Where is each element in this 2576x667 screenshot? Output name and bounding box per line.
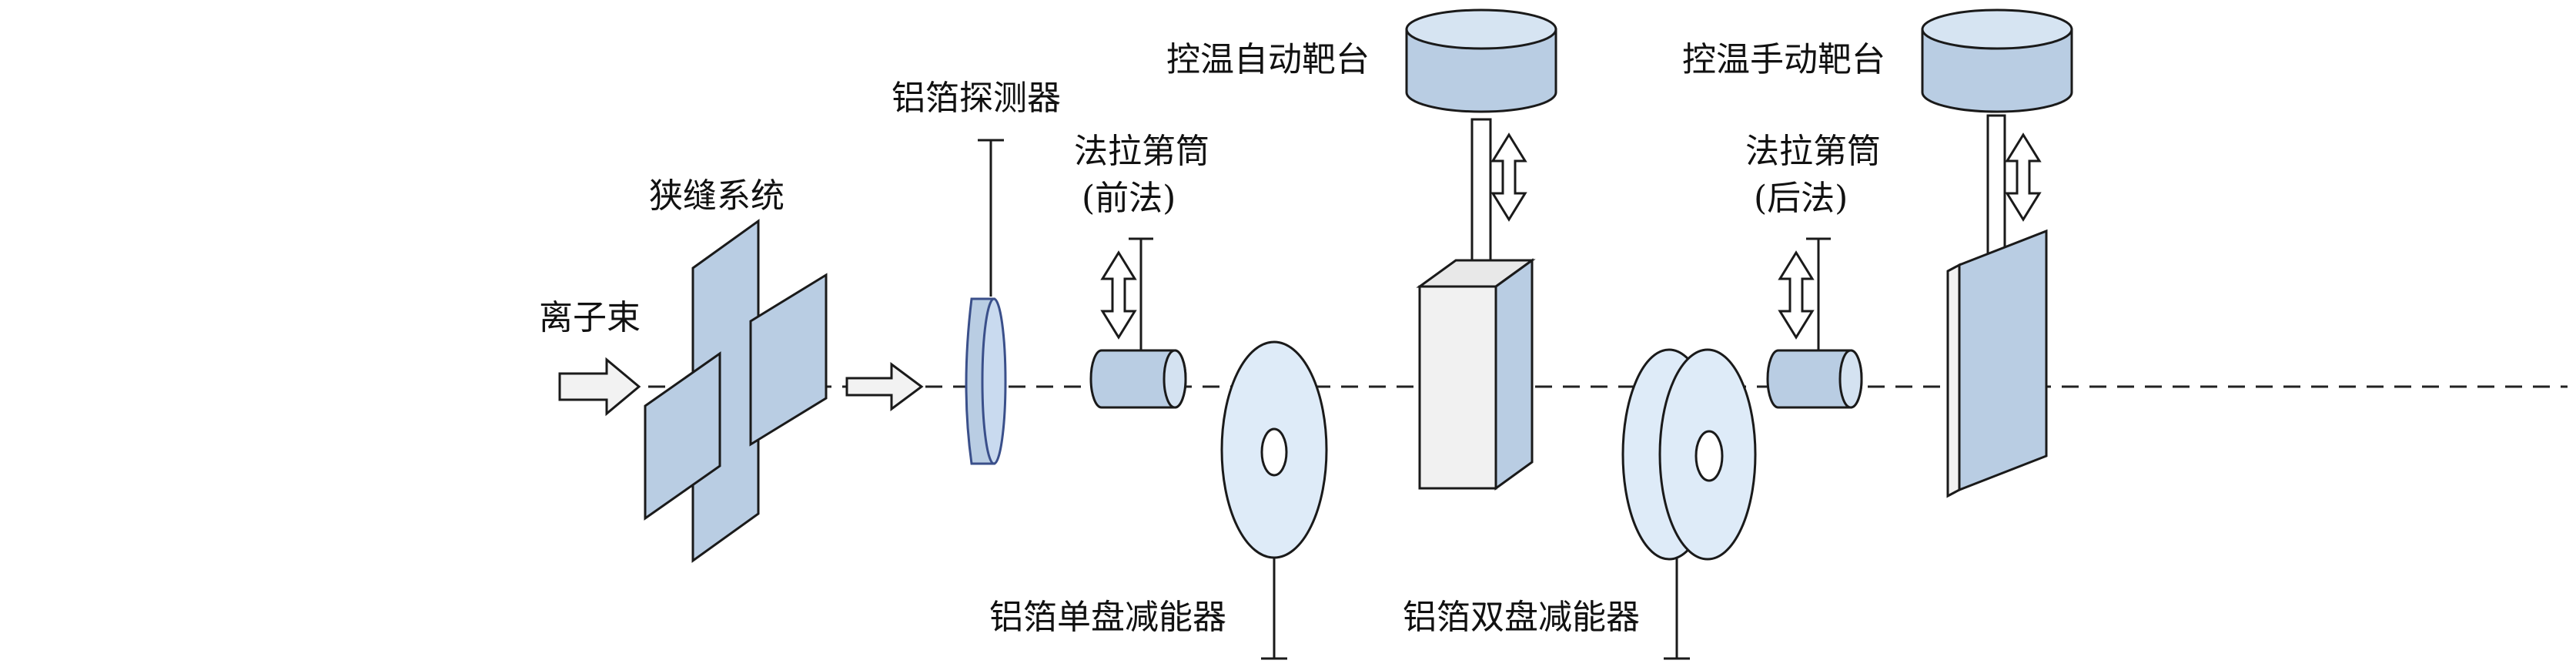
up-down-arrow-icon [1778,250,1815,340]
faraday-cup-front-sublabel: (前法) [1082,179,1176,218]
temp-auto-target-label: 控温自动靶台 [1166,40,1370,79]
ion-beam-arrow-icon [558,357,641,417]
faraday-cup-rear [1766,237,1863,409]
slit-system [644,219,828,563]
beam-arrow-icon [845,362,924,411]
faraday-cup-front-label: 法拉第筒 [1074,132,1209,171]
faraday-cup-rear-sublabel: (后法) [1754,179,1848,218]
temp-manual-target-stage [1921,8,2073,498]
al-foil-single-degrader-label: 铝箔单盘减能器 [989,598,1226,637]
temp-auto-target-stage [1405,8,1557,491]
al-foil-detector-label: 铝箔探测器 [892,79,1061,118]
up-down-arrow-icon [1490,132,1527,222]
slit-system-label: 狭缝系统 [649,176,785,216]
al-foil-double-degrader-label: 铝箔双盘减能器 [1403,598,1640,637]
faraday-cup-front [1089,237,1187,409]
al-foil-double-degrader [1621,348,1757,660]
al-foil-single-degrader [1220,340,1328,660]
ion-beam-label: 离子束 [539,298,641,337]
al-foil-detector [965,139,1007,465]
temp-manual-target-label: 控温手动靶台 [1682,40,1885,79]
up-down-arrow-icon [2005,132,2042,222]
up-down-arrow-icon [1100,250,1137,340]
faraday-cup-rear-label: 法拉第筒 [1745,132,1881,171]
